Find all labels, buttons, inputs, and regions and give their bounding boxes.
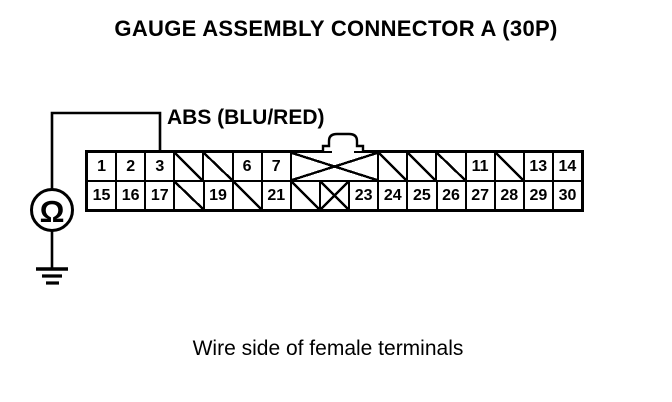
terminal-16: 16 <box>115 182 144 209</box>
terminal-27: 27 <box>464 182 494 209</box>
empty-terminal-cell <box>377 153 407 180</box>
terminal-1: 1 <box>97 157 106 175</box>
blocked-cell <box>319 182 349 209</box>
empty-terminal-cell <box>435 153 465 180</box>
terminal-19: 19 <box>202 182 232 209</box>
empty-terminal-cell <box>289 182 319 209</box>
ohmmeter-icon: Ω <box>30 188 74 232</box>
empty-terminal-cell <box>173 182 203 209</box>
blocked-cell <box>289 153 378 180</box>
terminal-28: 28 <box>493 182 523 209</box>
terminal-24: 24 <box>377 182 406 209</box>
terminal-13: 13 <box>522 153 552 180</box>
diagram-title: GAUGE ASSEMBLY CONNECTOR A (30P) <box>114 16 558 41</box>
empty-terminal-cell <box>493 153 523 180</box>
wire-label: ABS (BLU/RED) <box>167 106 325 129</box>
terminal-23: 23 <box>348 182 377 209</box>
ground-icon <box>36 267 68 285</box>
terminal-15: 15 <box>92 186 111 204</box>
terminal-3: 3 <box>144 153 173 180</box>
terminal-11: 11 <box>464 153 494 180</box>
terminal-7: 7 <box>260 153 290 180</box>
terminal-6: 6 <box>231 153 261 180</box>
terminal-29: 29 <box>522 182 552 209</box>
terminal-2: 2 <box>115 153 144 180</box>
terminal-25: 25 <box>406 182 435 209</box>
empty-terminal-cell <box>231 182 261 209</box>
empty-terminal-cell <box>173 153 203 180</box>
empty-terminal-cell <box>202 153 232 180</box>
terminal-26: 26 <box>435 182 465 209</box>
ohm-symbol: Ω <box>40 194 65 229</box>
terminal-30: 30 <box>552 182 581 209</box>
terminal-14: 14 <box>551 153 581 180</box>
diagram-caption: Wire side of female terminals <box>192 337 464 360</box>
terminal-21: 21 <box>260 182 290 209</box>
terminal-17: 17 <box>144 182 173 209</box>
empty-terminal-cell <box>406 153 436 180</box>
